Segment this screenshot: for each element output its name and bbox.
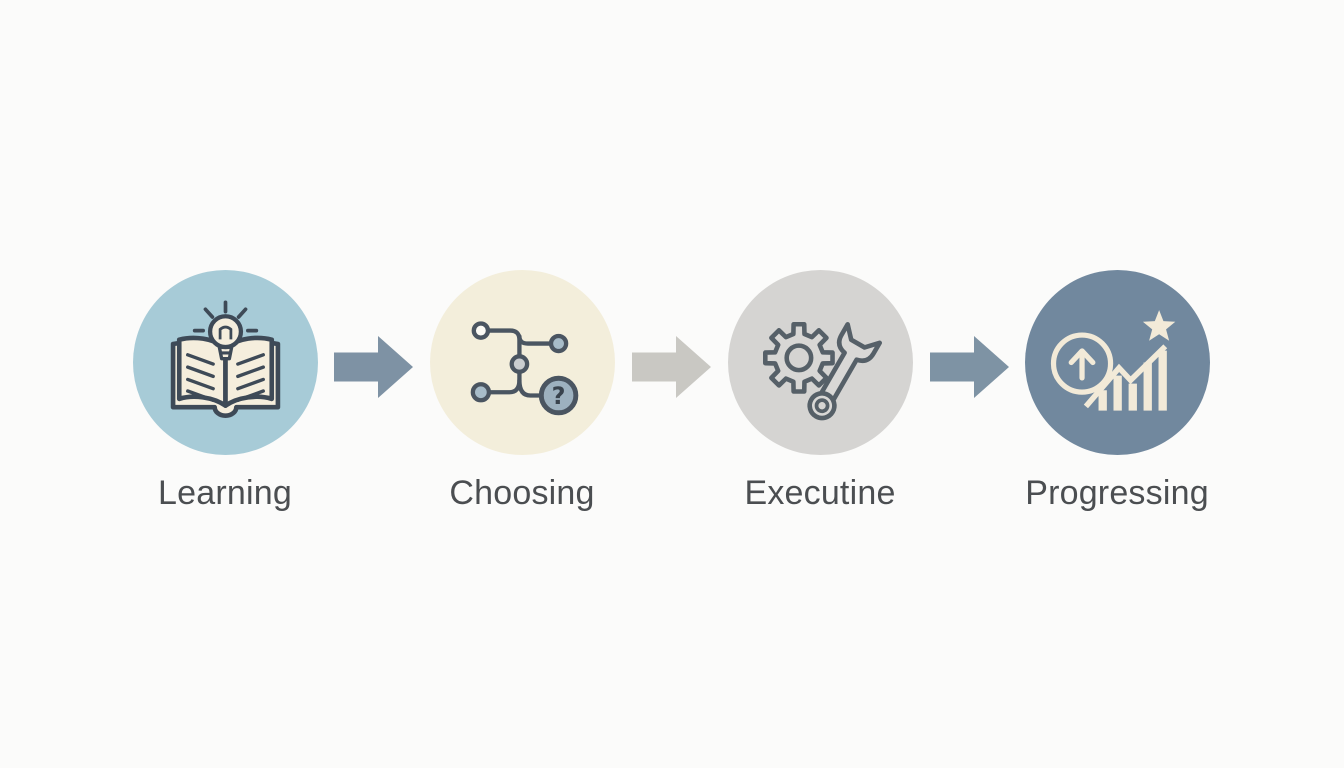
step-label-progressing: Progressing: [1025, 474, 1209, 512]
decision-tree-icon: ?: [470, 321, 578, 416]
process-step-choosing: ? Choosing: [402, 270, 642, 513]
step-label-choosing: Choosing: [449, 474, 595, 512]
flow-arrow-2: [632, 336, 712, 400]
step-label-learning: Learning: [158, 474, 292, 512]
right-arrow-icon: [334, 336, 413, 398]
growth-chart-star-icon: [1050, 310, 1175, 411]
process-step-progressing: Progressing: [997, 270, 1237, 513]
process-step-executine: Executine: [700, 270, 940, 513]
flow-arrow-1: [334, 336, 414, 400]
step-label-executine: Executine: [744, 474, 896, 512]
step-circle-executine: [727, 270, 913, 455]
right-arrow-icon: [930, 336, 1009, 398]
process-step-learning: Learning: [105, 270, 345, 513]
step-circle-choosing: ?: [429, 270, 615, 455]
gear-wrench-icon: [762, 321, 882, 421]
flow-arrow-3: [930, 336, 1010, 400]
step-circle-learning: [132, 270, 318, 455]
open-book-lightbulb-icon: [170, 300, 280, 418]
step-circle-progressing: [1024, 270, 1210, 455]
question-mark: ?: [551, 382, 565, 410]
right-arrow-icon: [632, 336, 711, 398]
